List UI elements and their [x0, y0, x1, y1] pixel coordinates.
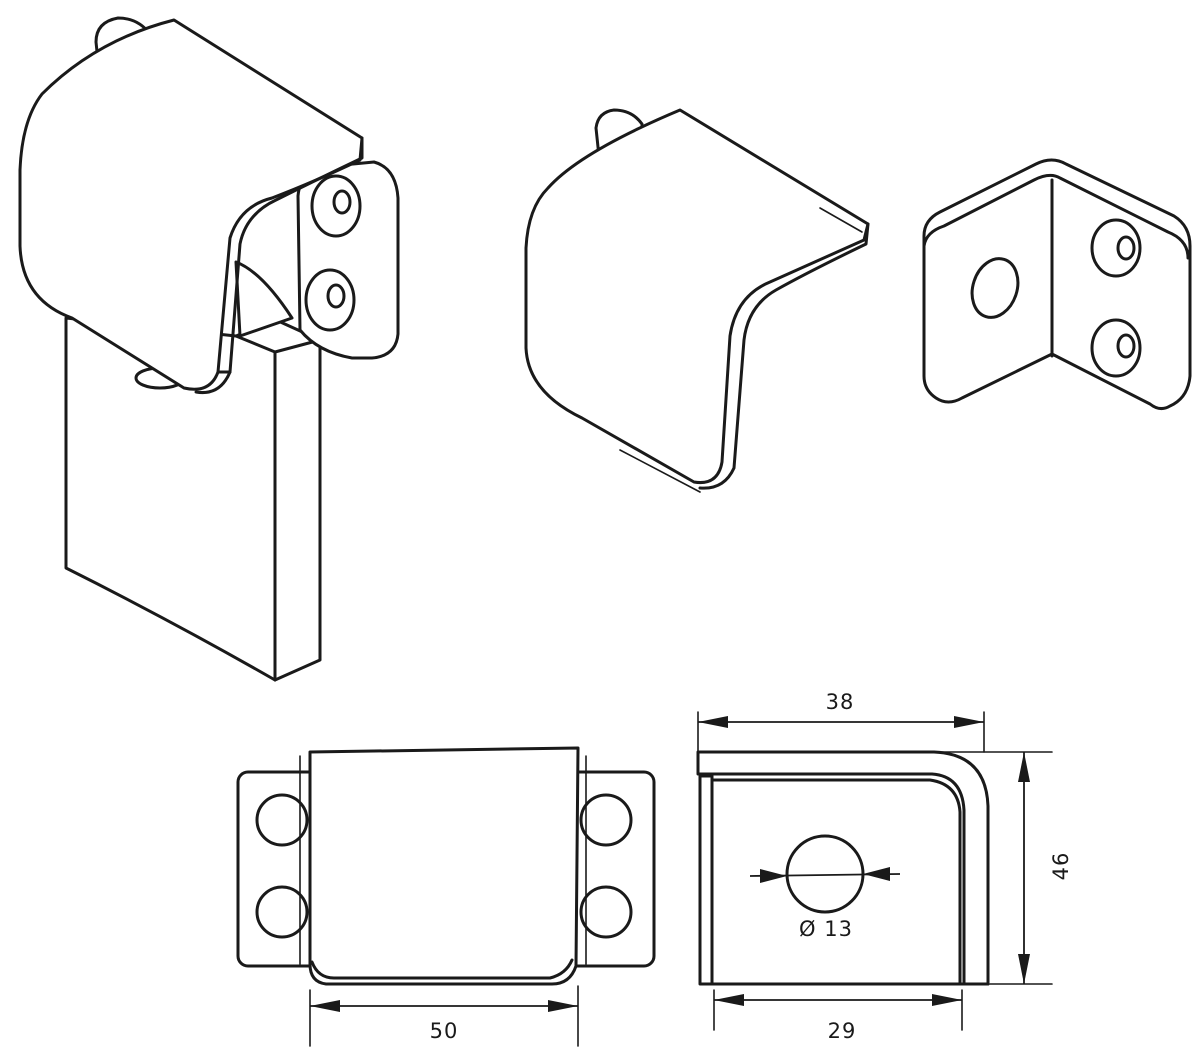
- dim-width-bottom-label: 29: [828, 1019, 857, 1043]
- assembled-hinge-view: [18, 16, 400, 682]
- front-view: [236, 746, 656, 986]
- hinge-cover-view: [524, 108, 870, 493]
- dim-width-front-label: 50: [430, 1019, 459, 1043]
- angle-bracket-view: [922, 158, 1192, 411]
- dimension-lines: [309, 711, 1053, 1047]
- dim-height-label: 46: [1049, 852, 1073, 881]
- side-view: [696, 750, 990, 986]
- dim-width-top-label: 38: [826, 690, 855, 714]
- dim-hole-diameter-label: Ø 13: [799, 917, 853, 941]
